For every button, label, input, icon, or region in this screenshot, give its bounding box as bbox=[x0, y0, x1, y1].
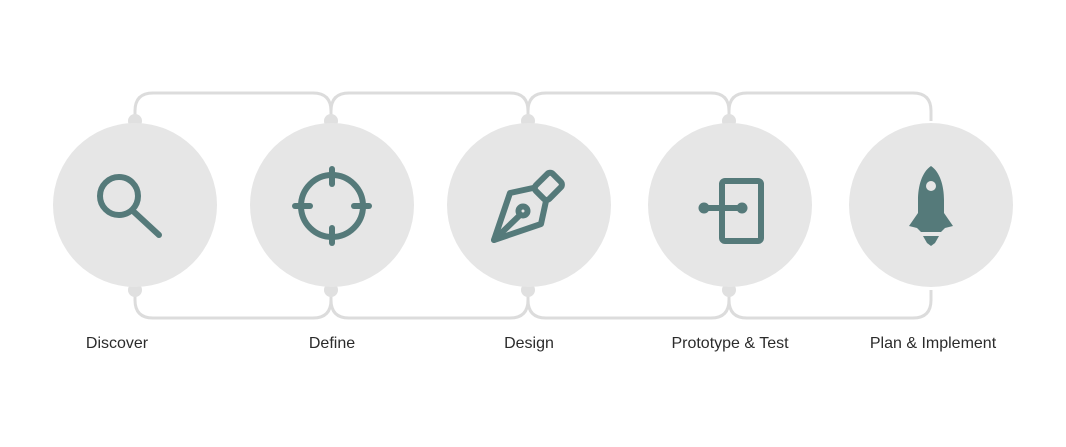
step-label-plan-implement: Plan & Implement bbox=[869, 335, 997, 352]
step-circles bbox=[53, 123, 1013, 287]
crosshair-target-icon bbox=[292, 166, 372, 246]
door-connector-icon bbox=[698, 178, 764, 244]
top-connector-3-4 bbox=[526, 91, 731, 121]
step-label-design: Design bbox=[504, 335, 554, 352]
bottom-connector-2-3 bbox=[329, 290, 530, 320]
step-circle-define bbox=[250, 123, 414, 287]
step-label-discover: Discover bbox=[85, 335, 149, 352]
bottom-connector-1-2 bbox=[133, 290, 333, 320]
bottom-connectors bbox=[133, 290, 933, 320]
step-label-prototype-test: Prototype & Test bbox=[671, 335, 789, 352]
top-connector-2-3 bbox=[329, 91, 530, 121]
rocket-icon bbox=[909, 166, 953, 246]
top-connectors bbox=[133, 91, 933, 121]
bottom-connector-3-4 bbox=[526, 290, 731, 320]
connector-nodes bbox=[128, 114, 736, 297]
step-label-define: Define bbox=[308, 335, 356, 352]
pen-nib-icon bbox=[491, 169, 565, 243]
bottom-connector-4-5 bbox=[727, 290, 933, 320]
top-connector-1-2 bbox=[133, 91, 333, 121]
magnifier-icon bbox=[97, 174, 162, 238]
step-circle-design bbox=[447, 123, 611, 287]
top-connector-4-5 bbox=[727, 91, 933, 121]
